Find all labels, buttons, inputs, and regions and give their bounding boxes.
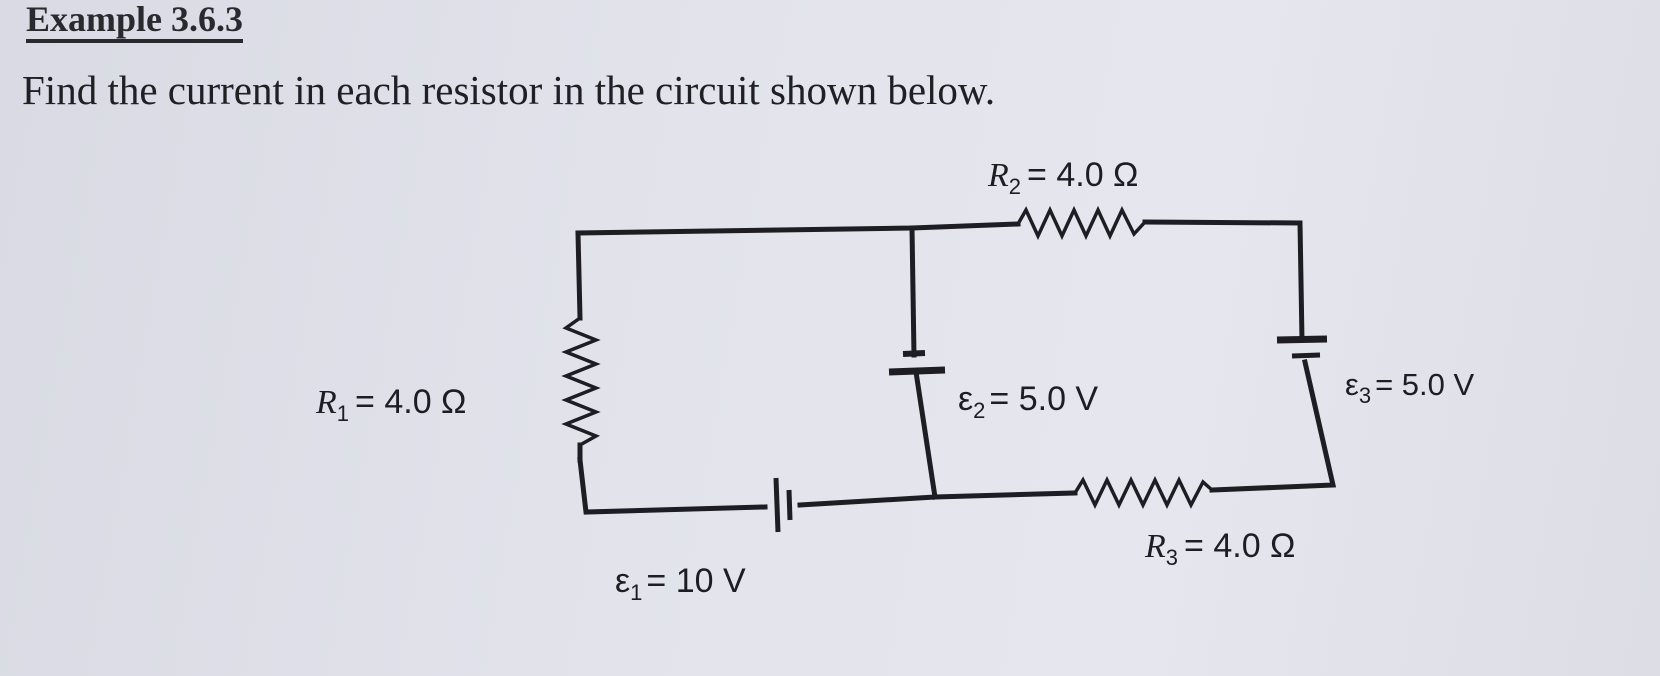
label-r2: R2= 4.0 Ω (987, 156, 1138, 199)
wire-bottom-left (577, 457, 768, 515)
wire-middle-branch (909, 225, 917, 358)
battery-e3-short-plate (1291, 352, 1321, 359)
battery-e1-long-plate (773, 477, 781, 533)
battery-e3-long-plate (1276, 335, 1328, 344)
label-e1: ε1= 10 V (615, 562, 746, 605)
label-e2: ε2= 5.0 V (958, 380, 1098, 423)
resistor-r3 (1073, 475, 1214, 510)
resistor-r2 (1016, 205, 1147, 241)
label-r3: R3= 4.0 Ω (1144, 527, 1295, 570)
battery-e1-short-plate (786, 489, 793, 521)
wire-middle-branch-lower (913, 369, 938, 500)
wire-left-top (575, 221, 1021, 321)
label-r1: R1= 4.0 Ω (315, 383, 466, 426)
resistor-r1 (561, 316, 601, 447)
wire-top-right (1142, 219, 1305, 343)
battery-e2-short-plate (902, 350, 926, 357)
battery-e2-long-plate (888, 366, 946, 376)
question-text: Find the current in each resistor in the… (22, 67, 996, 113)
example-heading: Example 3.6.3 (26, 0, 244, 43)
wire-right-lower (1209, 359, 1337, 493)
label-e3: ε3= 5.0 V (1345, 367, 1475, 408)
